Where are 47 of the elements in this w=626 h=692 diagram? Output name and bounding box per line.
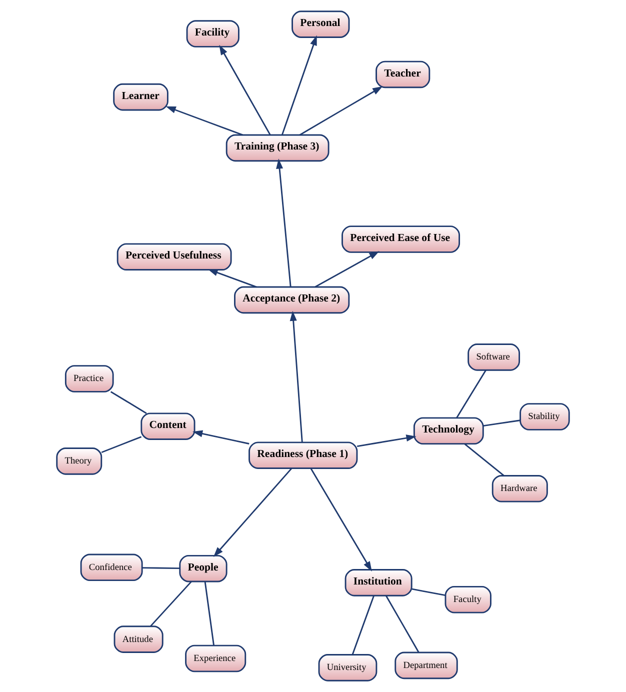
node-box: Software [468,344,520,371]
node-box: Stability [520,403,570,430]
arrow [314,251,380,288]
arrow [281,35,317,136]
node-box: Content [140,412,196,440]
node-box: Readiness (Phase 1) [248,442,358,469]
node-box: University [318,654,378,682]
node-box: Personal [292,10,350,38]
arrow [166,106,243,136]
node-box: Confidence [80,554,143,582]
arrow [192,430,250,444]
arrow [213,468,292,558]
node-box: Practice [64,365,114,392]
arrow [356,434,416,447]
connector [142,567,180,569]
node-box: Department [394,652,458,680]
arrow [276,158,292,288]
node-box: Perceived Usefulness [116,243,232,270]
arrow [310,468,372,572]
node-box: People [179,554,228,582]
connector [110,391,147,414]
connector [483,420,520,426]
node-box: Teacher [376,60,430,88]
connector [456,370,486,418]
node-box: Technology [413,417,484,445]
node-box: Perceived Ease of Use [342,226,460,253]
arrow [290,310,303,442]
node-box: Theory [56,448,102,475]
connector [352,596,374,655]
node-box: Hardware [492,475,548,502]
node-box: Learner [113,83,168,111]
connector [464,443,504,476]
connector [204,582,214,646]
node-box: Training (Phase 3) [226,134,330,162]
node-box: Faculty [444,586,492,614]
node-box: Experience [185,644,246,672]
connector [150,581,192,627]
node-box: Facility [186,20,240,48]
connector [412,588,446,596]
arrow [208,269,257,288]
node-box: Institution [344,569,412,596]
connector [385,595,420,653]
arrow [219,44,271,136]
connector [101,436,142,454]
arrow [299,86,383,136]
node-box: Attitude [114,626,164,653]
node-box: Acceptance (Phase 2) [234,286,350,314]
